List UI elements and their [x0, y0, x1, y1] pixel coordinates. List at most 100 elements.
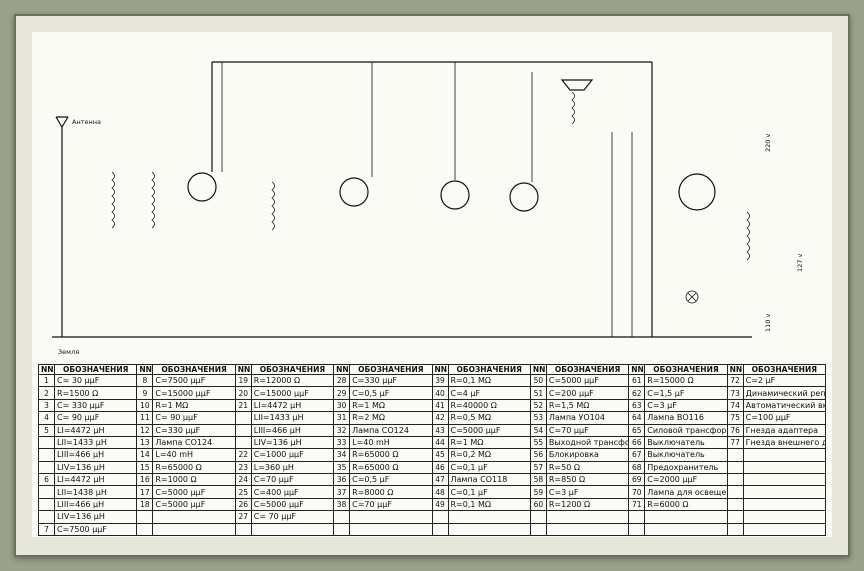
component-number [333, 522, 351, 536]
component-number: 75 [726, 411, 744, 425]
component-value: C=1000 μμF [250, 448, 335, 462]
component-value: L=360 μH [250, 460, 335, 475]
component-value: R=1200 Ω [545, 497, 630, 512]
component-number [38, 497, 55, 512]
component-value: C=3 μF [644, 398, 728, 413]
component-number: 30 [333, 398, 351, 413]
component-value [349, 522, 433, 536]
component-value [742, 448, 827, 462]
component-number: 29 [333, 386, 351, 400]
component-value: C=15000 μμF [152, 386, 236, 400]
component-value: C=15000 μμF [250, 386, 335, 400]
component-value: C=5000 μμF [152, 497, 236, 512]
component-value: R=40000 Ω [447, 398, 531, 413]
component-number: 11 [136, 411, 154, 425]
component-number: 9 [136, 386, 154, 400]
component-number: 44 [431, 435, 449, 450]
component-number [38, 460, 55, 475]
component-number: 55 [529, 435, 547, 450]
component-value [742, 510, 827, 524]
component-value: LIII=466 μH [250, 423, 335, 437]
component-value: Выключатель [644, 435, 728, 450]
column-header-designation: ОБОЗНАЧЕНИЯ [250, 364, 335, 375]
component-value: C= 330 μμF [53, 398, 138, 413]
component-number: 76 [726, 423, 744, 437]
component-value: C=5000 μμF [250, 497, 335, 512]
component-value: C=0,1 μF [447, 460, 531, 475]
component-value: LI=4472 μH [53, 423, 138, 437]
component-value: R=15000 Ω [644, 373, 728, 388]
ground-label: Земля [58, 348, 79, 356]
component-number [431, 522, 449, 536]
component-value: C=100 μμF [742, 411, 827, 425]
component-value: R=1000 Ω [152, 472, 236, 487]
component-value: C=400 μμF [250, 485, 335, 499]
column-header-designation: ОБОЗНАЧЕНИЯ [742, 364, 827, 375]
component-number: 59 [529, 485, 547, 499]
schematic-sheet: Антенна Земля [32, 32, 832, 537]
component-value: Лампа для освещения шкалы [644, 485, 728, 499]
component-number: 33 [333, 435, 351, 450]
component-value [152, 522, 236, 536]
column-header-number: NN [529, 364, 547, 375]
column-header-designation: ОБОЗНАЧЕНИЯ [349, 364, 433, 375]
component-number: 10 [136, 398, 154, 413]
tube-53-icon [509, 182, 539, 212]
component-value [644, 522, 728, 536]
component-number: 22 [234, 448, 252, 462]
component-value: C=7500 μμF [53, 522, 138, 536]
component-number: 50 [529, 373, 547, 388]
component-value: Выключатель [644, 448, 728, 462]
component-value [545, 522, 630, 536]
component-number [726, 448, 744, 462]
component-number [333, 510, 351, 524]
component-number: 63 [628, 398, 646, 413]
component-value: LIV=136 μH [250, 435, 335, 450]
component-number: 18 [136, 497, 154, 512]
component-value: Лампа СО118 [447, 472, 531, 487]
component-value: C=1,5 μF [644, 386, 728, 400]
component-number: 4 [38, 411, 55, 425]
picture-frame: Антенна Земля [14, 14, 850, 557]
component-number: 1 [38, 373, 55, 388]
voltage-220-label: 220 v [764, 134, 772, 152]
column-header-designation: ОБОЗНАЧЕНИЯ [644, 364, 728, 375]
component-number [529, 510, 547, 524]
component-value: Гнезда внешнего динамического репродукто… [742, 435, 827, 450]
component-value: L=40 mH [349, 435, 433, 450]
component-value [250, 522, 335, 536]
component-number [234, 522, 252, 536]
component-value [742, 460, 827, 475]
component-number [529, 522, 547, 536]
component-value: C=5000 μμF [545, 373, 630, 388]
component-number: 62 [628, 386, 646, 400]
component-number: 28 [333, 373, 351, 388]
component-number: 48 [431, 485, 449, 499]
component-number: 5 [38, 423, 55, 437]
component-value: C= 90 μμF [152, 411, 236, 425]
component-number: 3 [38, 398, 55, 413]
component-number: 66 [628, 435, 646, 450]
component-value: R=1,5 MΩ [545, 398, 630, 413]
component-number [38, 435, 55, 450]
component-number: 38 [333, 497, 351, 512]
component-number: 14 [136, 448, 154, 462]
component-value [742, 485, 827, 499]
component-value: R=0,1 MΩ [447, 497, 531, 512]
component-number: 71 [628, 497, 646, 512]
component-value: Лампа СО124 [349, 423, 433, 437]
component-number: 72 [726, 373, 744, 388]
component-value: C=0,5 μF [349, 386, 433, 400]
column-header-designation: ОБОЗНАЧЕНИЯ [53, 364, 138, 375]
power-transformer-coil [746, 211, 750, 261]
antenna-icon [55, 116, 69, 128]
component-value [742, 522, 827, 536]
column-header-number: NN [333, 364, 351, 375]
